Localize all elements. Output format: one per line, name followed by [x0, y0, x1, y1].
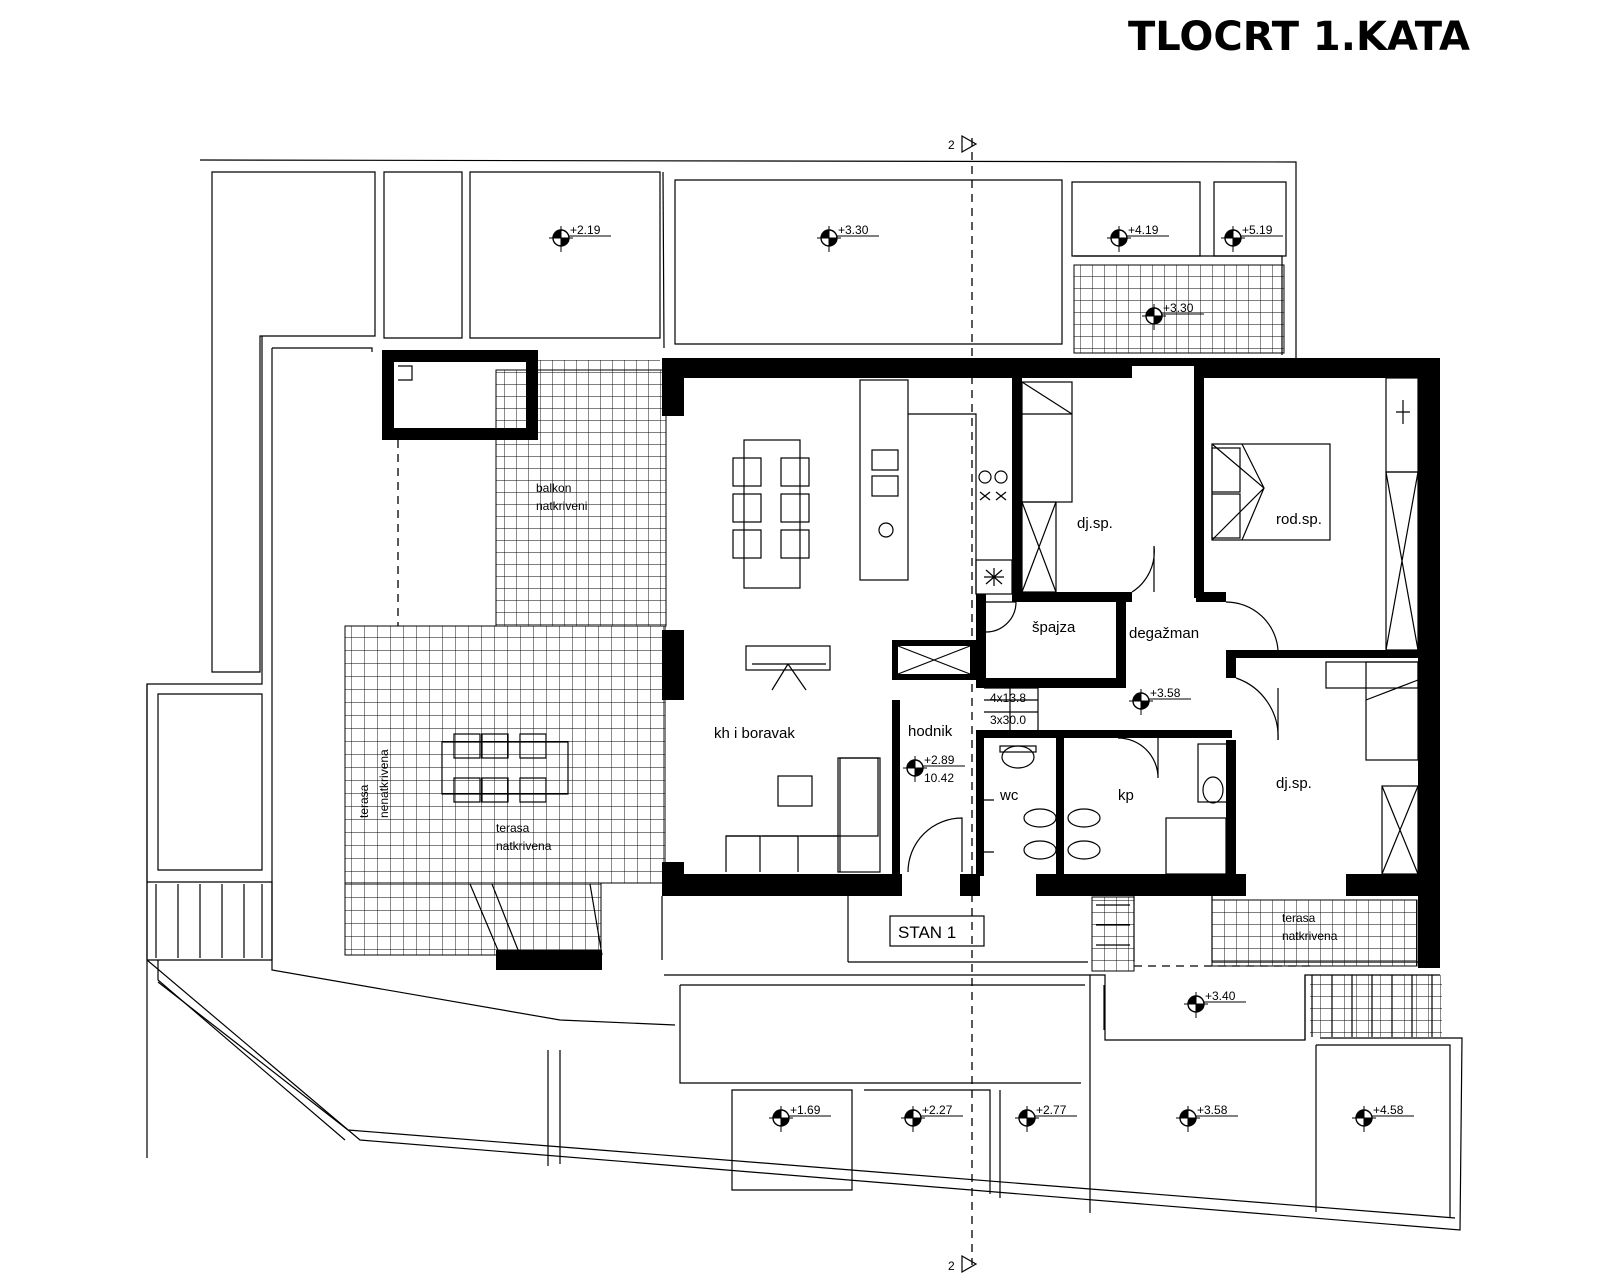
- room-label-pantry: špajza: [1032, 619, 1076, 636]
- level-marker: +1.69: [769, 1103, 831, 1132]
- level-marker: +3.58: [1176, 1103, 1238, 1132]
- drawing-title: TLOCRT 1.KATA: [1128, 14, 1470, 60]
- terrace-open-label-2: nenatkrivena: [377, 749, 391, 818]
- tiled-areas: [344, 264, 1442, 1037]
- level-value: +3.30: [1163, 301, 1194, 315]
- room-label-wc: wc: [999, 787, 1019, 804]
- room-label-child-top: dj.sp.: [1077, 515, 1113, 532]
- stairs-note-2: 3x30.0: [990, 713, 1026, 727]
- level-value: +2.19: [570, 223, 601, 237]
- furniture: [155, 377, 1433, 1037]
- section-marker-bottom: 2: [948, 1259, 955, 1273]
- level-value: +3.58: [1197, 1103, 1228, 1117]
- level-value: +3.30: [838, 223, 869, 237]
- hall-area: 10.42: [924, 771, 954, 785]
- section-marker-top: 2: [948, 138, 955, 152]
- level-value: +2.89: [924, 753, 955, 767]
- level-value: +5.19: [1242, 223, 1273, 237]
- stairs-note-1: 4x13.8: [990, 691, 1026, 705]
- level-markers: +2.19 +3.30 +4.19 +5.19 +3.30 +3.58 +2.89 +3.40…: [549, 223, 1414, 1132]
- room-label-corridor: degažman: [1129, 625, 1199, 642]
- terrace-right-label-2: natkrivena: [1282, 929, 1338, 943]
- room-label-living: kh i boravak: [714, 725, 795, 742]
- balcony-label-1: balkon: [536, 481, 571, 495]
- level-marker: +3.30: [817, 223, 879, 252]
- balcony-label-2: natkriveni: [536, 499, 587, 513]
- room-label-hall: hodnik: [908, 723, 953, 740]
- level-marker: +3.40: [1184, 989, 1246, 1018]
- level-value: +3.58: [1150, 686, 1181, 700]
- unit-label: STAN 1: [889, 915, 985, 947]
- terrace-open-label-1: terasa: [357, 784, 371, 818]
- level-value: +2.27: [922, 1103, 953, 1117]
- level-marker: +2.19: [549, 223, 611, 252]
- level-value: +4.19: [1128, 223, 1159, 237]
- room-label-parents: rod.sp.: [1276, 511, 1322, 528]
- terrace-covered-label-1: terasa: [496, 821, 530, 835]
- level-marker: +2.89: [903, 753, 965, 782]
- walls: [382, 350, 1440, 970]
- level-value: +1.69: [790, 1103, 821, 1117]
- level-marker: +2.77: [1015, 1103, 1077, 1132]
- level-marker: +3.58: [1129, 686, 1191, 715]
- room-label-bathroom: kp: [1118, 787, 1134, 804]
- terrace-right-label-1: terasa: [1282, 911, 1316, 925]
- level-marker: +3.30: [1142, 301, 1204, 330]
- room-label-child-right: dj.sp.: [1276, 775, 1312, 792]
- section-line: 2 2: [948, 134, 978, 1274]
- level-marker: +2.27: [901, 1103, 963, 1132]
- level-value: +3.40: [1205, 989, 1236, 1003]
- unit-label-text: STAN 1: [898, 923, 956, 942]
- level-marker: +4.58: [1352, 1103, 1414, 1132]
- level-marker: +5.19: [1221, 223, 1283, 252]
- terrace-covered-label-2: natkrivena: [496, 839, 552, 853]
- level-marker: +4.19: [1107, 223, 1169, 252]
- level-value: +2.77: [1036, 1103, 1067, 1117]
- level-value: +4.58: [1373, 1103, 1404, 1117]
- room-labels: kh i boravak hodnik dj.sp. rod.sp. špajz…: [357, 481, 1338, 943]
